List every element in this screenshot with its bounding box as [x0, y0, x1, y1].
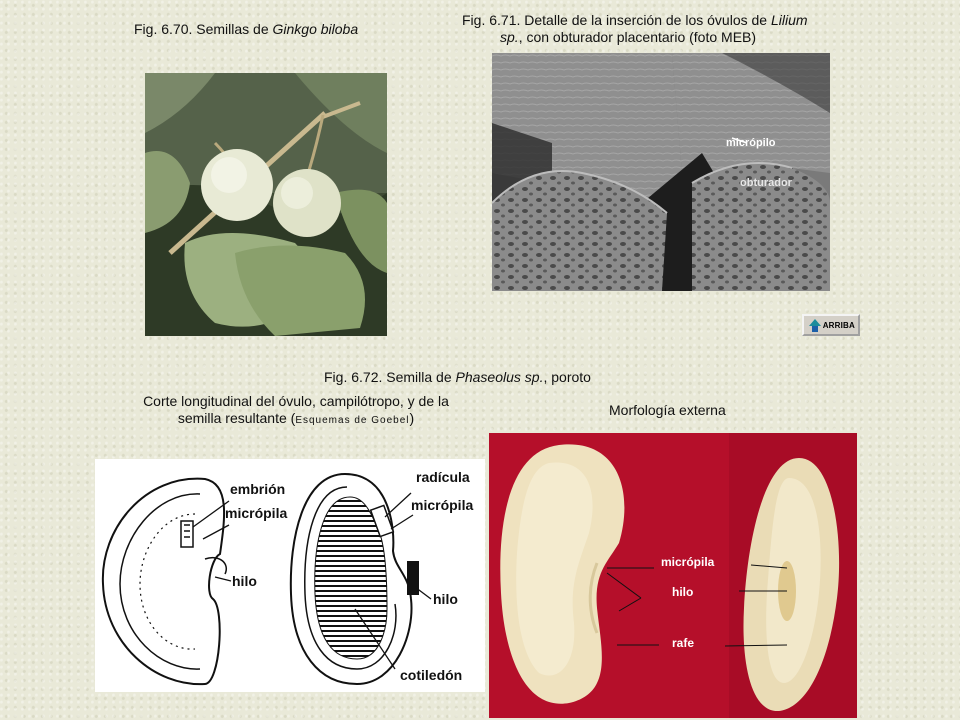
label-hilo-left: hilo [232, 573, 257, 589]
ginkgo-seeds-photo [145, 73, 387, 336]
label-radicula: radícula [416, 469, 470, 485]
label-micropila-right: micrópila [411, 497, 474, 513]
label-hilo-photo: hilo [672, 585, 694, 599]
bean-photo-drawing [489, 433, 857, 718]
label-obturador: obturador [740, 177, 792, 189]
label-micropila-left: micrópila [225, 505, 288, 521]
arriba-label: ARRIBA [822, 320, 855, 330]
lilium-sem-photo: micrópilo obturador [492, 53, 830, 291]
ovule-seed-diagram: embrión micrópila hilo radícula micrópil… [95, 459, 485, 692]
ovule-seed-drawing [101, 472, 432, 686]
caption-fig-6-71: Fig. 6.71. Detalle de la inserción de lo… [462, 12, 808, 45]
label-rafe-photo: rafe [672, 636, 695, 650]
section-left-heading: Corte longitudinal del óvulo, campilótro… [143, 393, 449, 426]
sem-photo-drawing [492, 53, 830, 291]
label-micropilo: micrópilo [726, 137, 776, 149]
section-right-heading: Morfología externa [609, 402, 726, 418]
label-hilo-right: hilo [433, 591, 458, 607]
ginkgo-photo-drawing [145, 73, 387, 336]
bean-photo: micrópila hilo rafe [489, 433, 857, 718]
arriba-button[interactable]: ARRIBA [802, 314, 860, 336]
caption-fig-6-72: Fig. 6.72. Semilla de Phaseolus sp., por… [324, 369, 591, 385]
label-micropila-photo: micrópila [661, 555, 715, 569]
label-cotiledon: cotiledón [400, 667, 463, 683]
caption-fig-6-70: Fig. 6.70. Semillas de Ginkgo biloba [134, 21, 359, 37]
arrow-up-icon [809, 319, 821, 332]
label-embrion: embrión [230, 481, 286, 497]
